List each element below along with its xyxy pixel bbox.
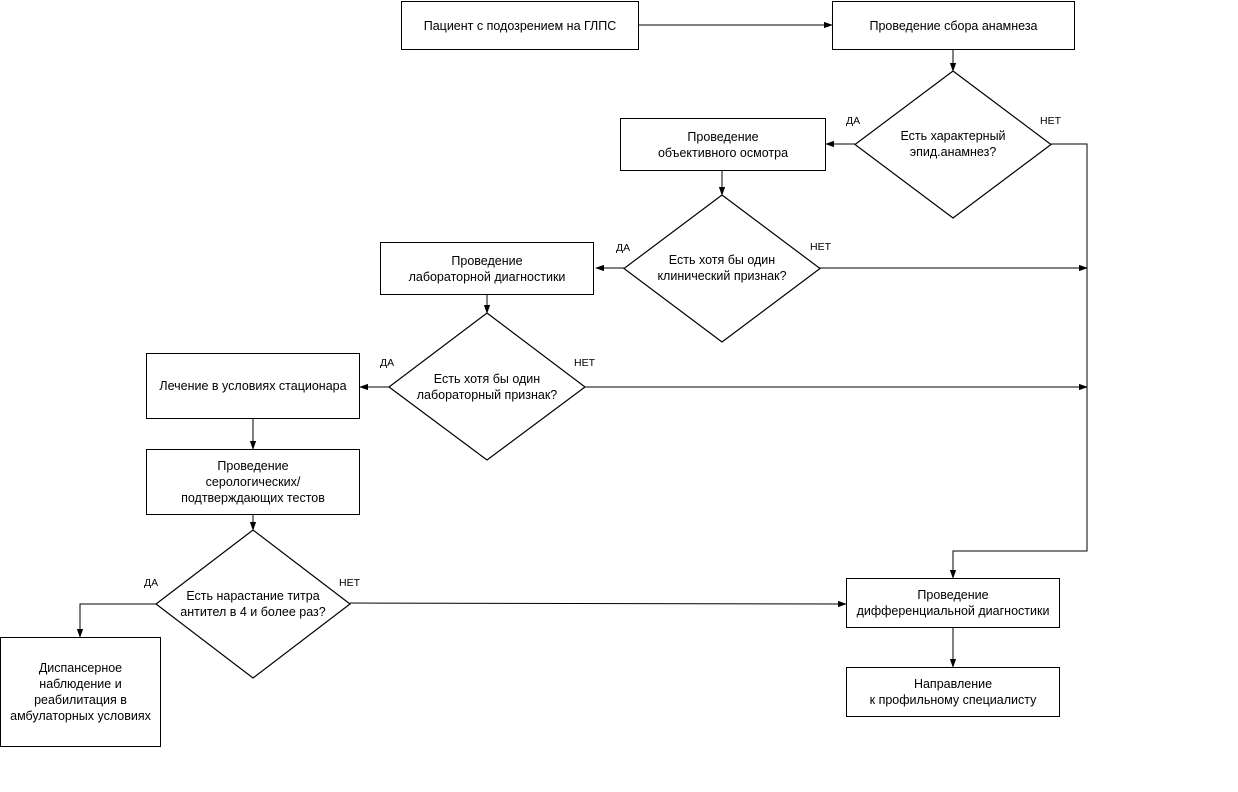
label-clinical-no: НЕТ [810,241,831,253]
decision-titer-increase-shape [155,529,351,679]
node-physical-exam: Проведение объективного осмотра [620,118,826,171]
decision-lab-sign-shape [387,312,587,461]
arrow-titer-yes [76,603,156,638]
label-epid-yes: ДА [846,115,861,127]
label-clinical-yes: ДА [616,242,631,254]
decision-epid-anamnesis-shape [854,70,1052,219]
node-specialist-referral: Направление к профильному специалисту [846,667,1060,717]
label-titer-no: НЕТ [339,577,360,589]
node-lab-diagnostics: Проведение лабораторной диагностики [380,242,594,295]
node-dispensary: Диспансерное наблюдение и реабилитация в… [0,637,161,747]
arrow-titer-no [349,600,847,608]
arrow-epid-no [949,143,1088,579]
label-titer-yes: ДА [144,577,159,589]
node-inpatient-treatment: Лечение в условиях стационара [146,353,360,419]
node-serology-tests: Проведение серологических/ подтверждающи… [146,449,360,515]
label-epid-no: НЕТ [1040,115,1061,127]
node-differential-diagnostics: Проведение дифференциальной диагностики [846,578,1060,628]
label-labsign-no: НЕТ [574,357,595,369]
decision-clinical-sign-shape [623,194,821,343]
node-patient-suspected: Пациент с подозрением на ГЛПС [401,1,639,50]
node-anamnesis: Проведение сбора анамнеза [832,1,1075,50]
label-labsign-yes: ДА [380,357,395,369]
